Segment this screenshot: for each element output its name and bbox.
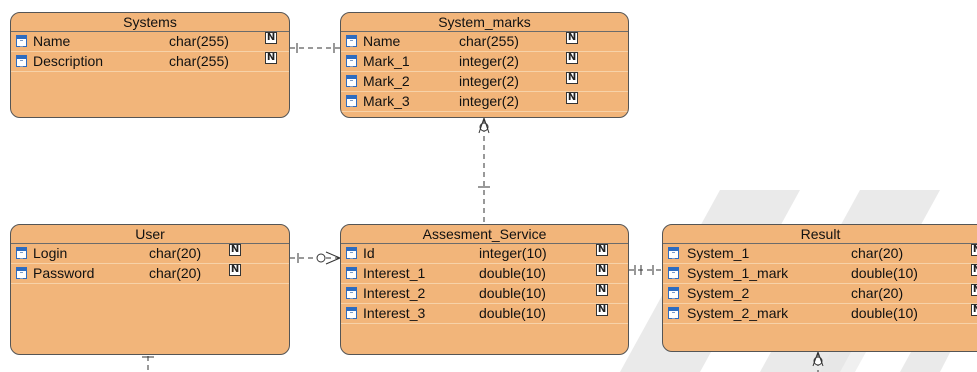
field-type: char(255) xyxy=(169,33,229,49)
nullable-n-badge: N xyxy=(596,284,608,296)
table-column-icon xyxy=(346,55,357,67)
field-type: char(20) xyxy=(149,245,202,261)
field-type: double(10) xyxy=(479,305,546,321)
field-name: Login xyxy=(33,245,68,261)
field-row[interactable]: Password char(20) N xyxy=(11,264,289,284)
nullable-n-badge: N xyxy=(566,52,578,64)
field-name: Description xyxy=(33,53,104,69)
field-type: integer(2) xyxy=(459,73,519,89)
nullable-n-badge: N xyxy=(971,304,977,316)
field-name: Name xyxy=(33,33,71,49)
field-name: Interest_2 xyxy=(363,285,426,301)
field-type: integer(2) xyxy=(459,53,519,69)
entity-title: Result xyxy=(663,225,977,244)
entity-result[interactable]: Result System_1 char(20) N System_1_mark… xyxy=(662,224,977,352)
field-name: Interest_3 xyxy=(363,305,426,321)
field-type: integer(2) xyxy=(459,93,519,109)
field-type: double(10) xyxy=(479,285,546,301)
nullable-n-badge: N xyxy=(229,264,241,276)
nullable-n-badge: N xyxy=(971,264,977,276)
table-column-icon xyxy=(16,267,27,279)
entity-user[interactable]: User Login char(20) N Password char(20) … xyxy=(10,224,290,355)
field-row[interactable]: System_2 char(20) N xyxy=(663,284,977,304)
table-column-icon xyxy=(346,247,357,259)
table-column-icon xyxy=(346,75,357,87)
field-row[interactable]: Login char(20) N xyxy=(11,244,289,264)
field-name: Mark_3 xyxy=(363,93,410,109)
field-row[interactable]: System_1 char(20) N xyxy=(663,244,977,264)
entity-title: User xyxy=(11,225,289,244)
field-name: System_2_mark xyxy=(687,305,789,321)
nullable-n-badge: N xyxy=(566,72,578,84)
entity-system-marks[interactable]: System_marks Name char(255) N Mark_1 int… xyxy=(340,12,629,118)
field-row[interactable]: System_2_mark double(10) N xyxy=(663,304,977,324)
field-row[interactable]: Description char(255) N xyxy=(11,52,289,72)
table-column-icon xyxy=(16,247,27,259)
field-type: double(10) xyxy=(851,265,918,281)
field-type: integer(10) xyxy=(479,245,547,261)
entity-title: Assesment_Service xyxy=(341,225,628,244)
field-name: Name xyxy=(363,33,401,49)
nullable-n-badge: N xyxy=(596,264,608,276)
table-column-icon xyxy=(668,267,679,279)
field-name: Id xyxy=(363,245,375,261)
nullable-n-badge: N xyxy=(265,52,277,64)
nullable-n-badge: N xyxy=(265,32,277,44)
nullable-n-badge: N xyxy=(971,284,977,296)
field-name: Interest_1 xyxy=(363,265,426,281)
entity-assesment-service[interactable]: Assesment_Service Id integer(10) N Inter… xyxy=(340,224,629,355)
nullable-n-badge: N xyxy=(971,244,977,256)
field-type: double(10) xyxy=(479,265,546,281)
field-name: System_1_mark xyxy=(687,265,789,281)
table-column-icon xyxy=(346,287,357,299)
field-row[interactable]: Id integer(10) N xyxy=(341,244,628,264)
nullable-n-badge: N xyxy=(566,32,578,44)
field-name: Mark_2 xyxy=(363,73,410,89)
field-name: System_1 xyxy=(687,245,750,261)
field-type: char(255) xyxy=(459,33,519,49)
table-column-icon xyxy=(16,55,27,67)
field-row[interactable]: Interest_2 double(10) N xyxy=(341,284,628,304)
field-type: double(10) xyxy=(851,305,918,321)
nullable-n-badge: N xyxy=(566,92,578,104)
field-type: char(20) xyxy=(851,245,904,261)
field-row[interactable]: Name char(255) N xyxy=(11,32,289,52)
field-row[interactable]: Interest_3 double(10) N xyxy=(341,304,628,324)
field-type: char(20) xyxy=(851,285,904,301)
field-row[interactable]: Name char(255) N xyxy=(341,32,628,52)
field-name: System_2 xyxy=(687,285,750,301)
field-type: char(255) xyxy=(169,53,229,69)
field-row[interactable]: Mark_2 integer(2) N xyxy=(341,72,628,92)
table-column-icon xyxy=(668,307,679,319)
table-column-icon xyxy=(346,35,357,47)
table-column-icon xyxy=(346,95,357,107)
field-name: Mark_1 xyxy=(363,53,410,69)
table-column-icon xyxy=(346,307,357,319)
table-column-icon xyxy=(668,287,679,299)
field-row[interactable]: Mark_3 integer(2) N xyxy=(341,92,628,112)
field-row[interactable]: Mark_1 integer(2) N xyxy=(341,52,628,72)
table-column-icon xyxy=(668,247,679,259)
field-name: Password xyxy=(33,265,95,281)
field-row[interactable]: Interest_1 double(10) N xyxy=(341,264,628,284)
entity-title: System_marks xyxy=(341,13,628,32)
nullable-n-badge: N xyxy=(229,244,241,256)
entity-title: Systems xyxy=(11,13,289,32)
table-column-icon xyxy=(16,35,27,47)
nullable-n-badge: N xyxy=(596,244,608,256)
table-column-icon xyxy=(346,267,357,279)
field-row[interactable]: System_1_mark double(10) N xyxy=(663,264,977,284)
field-type: char(20) xyxy=(149,265,202,281)
nullable-n-badge: N xyxy=(596,304,608,316)
entity-systems[interactable]: Systems Name char(255) N Description cha… xyxy=(10,12,290,118)
